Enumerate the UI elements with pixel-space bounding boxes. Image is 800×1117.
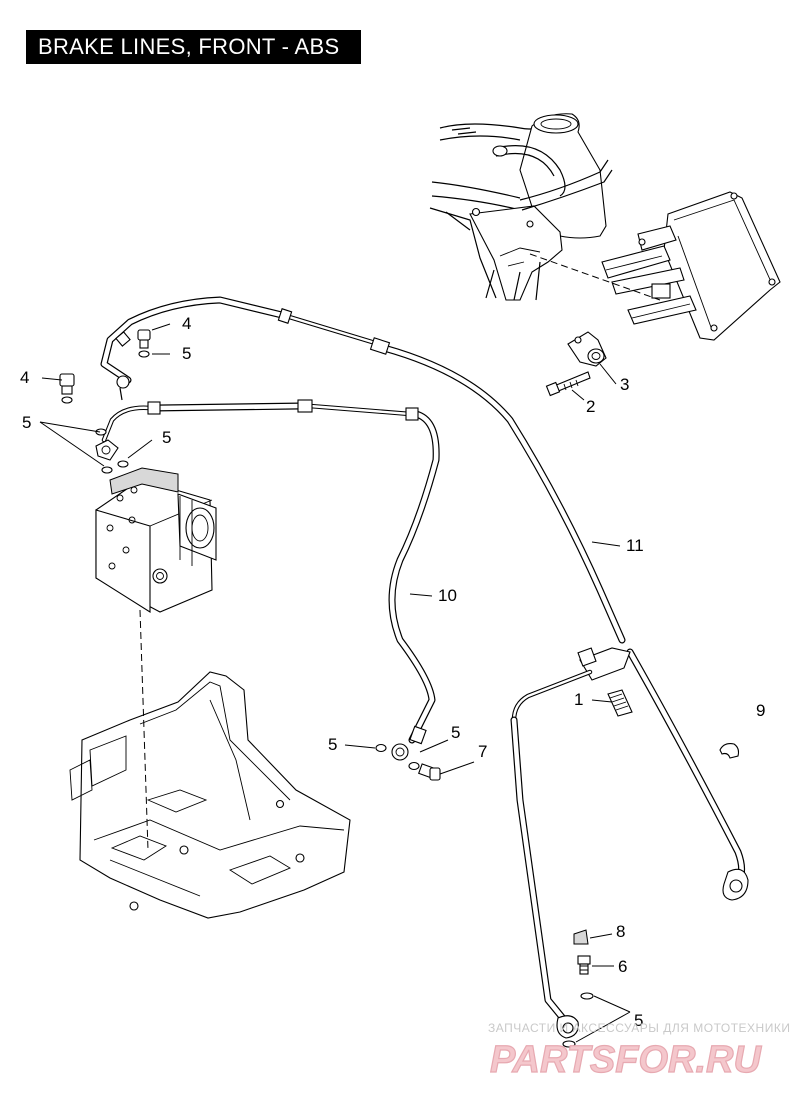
callout-6: 6 xyxy=(618,957,627,976)
bleeder-cap-8 xyxy=(573,929,589,945)
callout-5-caliper-left: 5 xyxy=(328,735,337,754)
callout-11: 11 xyxy=(626,536,644,555)
banjo-bolt-upper xyxy=(117,329,151,468)
callout-7: 7 xyxy=(478,742,487,761)
callout-5-left: 5 xyxy=(22,413,31,432)
bolt-1 xyxy=(607,689,633,717)
callout-9: 9 xyxy=(756,701,765,720)
callout-4-upper: 4 xyxy=(182,314,191,333)
callout-10: 10 xyxy=(438,586,457,605)
bleeder-valve-6 xyxy=(562,955,594,1048)
frame-steering-head xyxy=(429,113,613,301)
callout-5-upper: 5 xyxy=(182,344,191,363)
banjo-bolt-left xyxy=(59,373,119,474)
clamp-3 xyxy=(567,331,607,367)
callout-5-caliper-right: 5 xyxy=(451,723,460,742)
clip-9 xyxy=(719,743,740,759)
abs-hydraulic-unit xyxy=(95,467,217,613)
mounting-bracket-assembly xyxy=(529,191,781,341)
leader-lines xyxy=(39,323,631,1043)
watermark-logo-text: PARTSFOR.RU xyxy=(490,1039,762,1080)
callout-5-abs: 5 xyxy=(162,428,171,447)
callout-3: 3 xyxy=(620,375,629,394)
callout-2: 2 xyxy=(586,397,595,416)
callout-1: 1 xyxy=(574,690,583,709)
callout-4-left: 4 xyxy=(20,368,29,387)
callout-8: 8 xyxy=(616,922,625,941)
brake-line-10 xyxy=(101,399,440,761)
brake-line-11 xyxy=(100,296,749,901)
diagram-title: BRAKE LINES, FRONT - ABS xyxy=(26,30,361,64)
callout-labels: 4 5 4 5 5 3 2 11 10 1 9 5 5 7 8 6 5 xyxy=(20,314,765,1030)
callout-5-bleeder: 5 xyxy=(634,1011,643,1030)
abs-mounting-tray xyxy=(69,609,351,919)
watermark-logo: PARTSFOR.RU xyxy=(489,1038,763,1080)
junction-block xyxy=(510,647,631,1039)
bolt-2 xyxy=(545,371,591,397)
watermark-tagline: ЗАПЧАСТИ И АКСЕССУАРЫ ДЛЯ МОТОТЕХНИКИ xyxy=(488,1021,791,1035)
